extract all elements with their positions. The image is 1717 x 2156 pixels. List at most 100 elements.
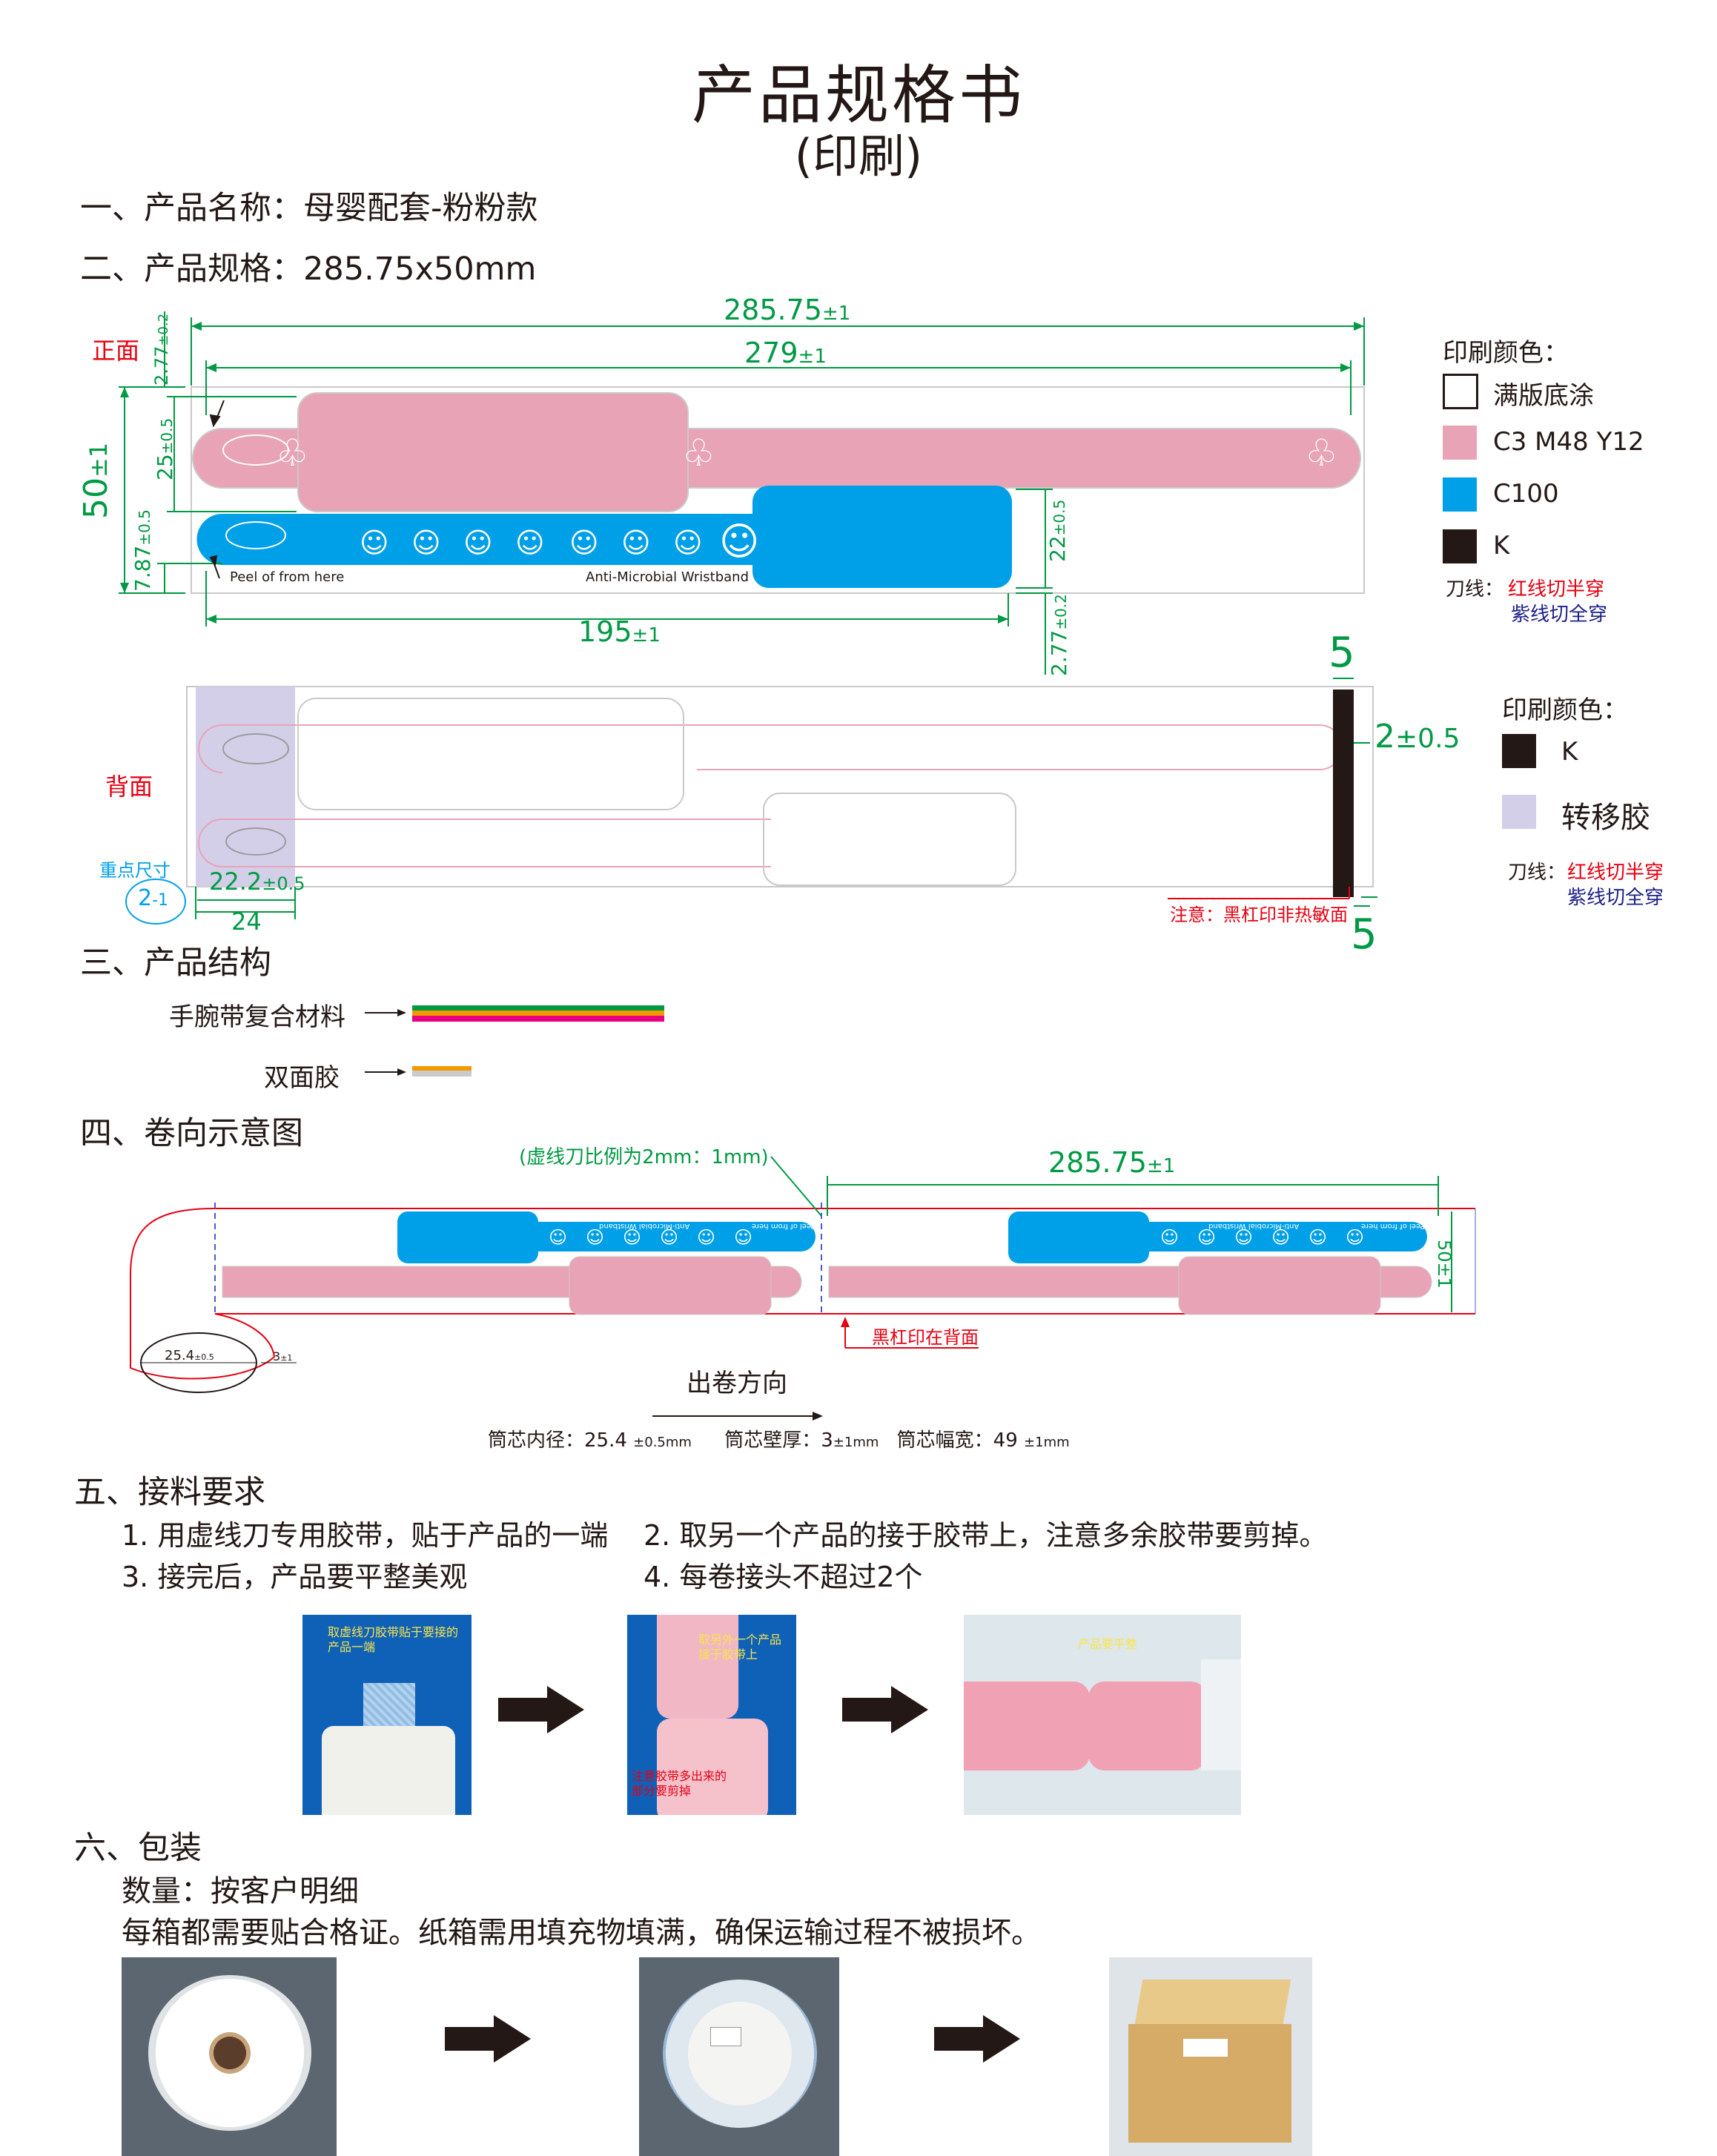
packing-photo-box (1109, 1957, 1312, 2156)
page-title: 产品规格书 (692, 59, 1025, 133)
splice-photo-2: 取另外一个产品接于胶带上 注意胶带多出来的部分要剪掉 (627, 1615, 796, 1815)
dim-total-front: 285.75±1 (724, 294, 851, 326)
roll-dim-total: 285.75±1 (1048, 1146, 1176, 1179)
svg-text:☺: ☺ (1309, 1227, 1327, 1248)
roll-direction: 出卷方向 (687, 1369, 787, 1398)
section2-heading: 二、产品规格：285.75x50mm (80, 251, 537, 288)
dim-24: 24 (231, 907, 262, 936)
dashed-knife-note: (虚线刀比例为2mm：1mm) (519, 1146, 769, 1168)
structure-layers (365, 1005, 664, 1077)
page-subtitle: (印刷) (794, 129, 923, 183)
section5-heading: 五、接料要求 (74, 1474, 265, 1511)
svg-text:☺: ☺ (621, 526, 651, 559)
wall-label: 3±1 (273, 1349, 293, 1363)
svg-text:☺: ☺ (549, 1227, 567, 1248)
dim-195: 195±1 (578, 615, 661, 648)
legend-item-black: K (1493, 531, 1510, 561)
back-knife-purple: 紫线切全穿 (1567, 887, 1664, 909)
splice-photo-1-caption: 取虚线刀胶带贴于要接的产品一端 (328, 1625, 459, 1654)
key-dim-label: 重点尺寸 (99, 860, 171, 881)
swatch-pink (1443, 426, 1477, 460)
packing-photo-wrapped (639, 1957, 839, 2156)
swatch-cyan (1443, 477, 1477, 512)
back-legend-item-black: K (1561, 737, 1578, 767)
svg-text:☺: ☺ (515, 526, 545, 559)
splice-req-3: 3. 接完后，产品要平整美观 (122, 1561, 468, 1593)
svg-text:☺: ☺ (660, 1227, 678, 1248)
splice-arrow-1 (498, 1686, 584, 1733)
structure-item2: 双面胶 (264, 1063, 340, 1093)
back-note: 注意：黑杠印非热敏面 (1170, 905, 1348, 925)
packing-photo-roll (122, 1957, 337, 2156)
packing-note: 每箱都需要贴合格证。纸箱需用填充物填满，确保运输过程不被损坏。 (122, 1916, 1041, 1950)
roll-band-text-1: Anti-Microbial Wristband (599, 1222, 690, 1230)
section3-heading: 三、产品结构 (80, 945, 271, 982)
back-legend-title: 印刷颜色： (1502, 695, 1628, 725)
back-knife-prefix: 刀线： (1508, 862, 1567, 884)
back-legend-item-transfer: 转移胶 (1561, 801, 1650, 835)
dim-2-black-bar: 2±0.5 (1374, 718, 1460, 755)
front-knife-prefix: 刀线： (1446, 578, 1504, 601)
dim-222: 22.2±0.5 (209, 867, 305, 896)
splice-photo-3-caption: 产品要平整 (1077, 1637, 1137, 1651)
packing-arrow-1 (445, 2015, 531, 2063)
black-bar-note: 黑杠印在背面 (872, 1327, 979, 1348)
packing-arrow-2 (934, 2015, 1020, 2063)
packing-quantity: 数量：按客户明细 (122, 1874, 359, 1908)
roll-peel-text-1: Peel of from here (752, 1222, 816, 1230)
splice-photo-1: 取虚线刀胶带贴于要接的产品一端 (302, 1615, 472, 1815)
svg-text:☺: ☺ (411, 526, 441, 559)
svg-text:☺: ☺ (1271, 1227, 1290, 1248)
svg-text:☺: ☺ (1346, 1227, 1364, 1248)
svg-text:☺: ☺ (719, 520, 759, 564)
svg-text:☺: ☺ (1234, 1227, 1253, 1248)
front-diagram: ♧ ♧ ♧ ☺☺☺ ☺☺☺ ☺☺ (119, 311, 1365, 675)
splice-req-4: 4. 每卷接头不超过2个 (644, 1561, 923, 1593)
section6-heading: 六、包装 (74, 1830, 202, 1867)
splice-photo-2-caption-bottom: 注意胶带多出来的部分要剪掉 (632, 1769, 727, 1798)
core-dia-label: 25.4±0.5 (165, 1348, 214, 1363)
dim-inner-front: 279±1 (744, 337, 827, 369)
roll-dim-50: 50±1 (1434, 1240, 1455, 1289)
front-knife-red: 红线切半穿 (1508, 578, 1605, 601)
svg-text:☺: ☺ (623, 1227, 641, 1248)
peel-text-front: Peel of from here (230, 569, 345, 585)
structure-item1: 手腕带复合材料 (169, 1002, 345, 1032)
back-label: 背面 (105, 773, 153, 801)
legend-item-pink: C3 M48 Y12 (1493, 427, 1644, 457)
svg-text:☺: ☺ (697, 1227, 715, 1248)
svg-text:☺: ☺ (569, 526, 599, 559)
core-spec-line: 筒芯内径：25.4 ±0.5mm 筒芯壁厚：3±1mm 筒芯幅宽：49 ±1mm (488, 1429, 1070, 1452)
splice-photo-2-caption-top: 取另外一个产品接于胶带上 (698, 1633, 782, 1661)
dim-5-top: 5 (1329, 629, 1355, 677)
splice-photo-3: 产品要平整 (964, 1615, 1241, 1815)
splice-req-2: 2. 取另一个产品的接于胶带上，注意多余胶带要剪掉。 (644, 1519, 1328, 1552)
roll-peel-text-2: Peel of from here (1361, 1222, 1425, 1230)
svg-text:♧: ♧ (276, 431, 309, 474)
svg-text:☺: ☺ (586, 1227, 604, 1248)
swatch-white (1443, 374, 1478, 409)
svg-text:♧: ♧ (1305, 431, 1338, 474)
swatch-black (1443, 529, 1477, 563)
svg-text:☺: ☺ (1197, 1227, 1216, 1248)
dim-5-bottom: 5 (1351, 910, 1377, 959)
svg-text:☺: ☺ (673, 526, 703, 559)
legend-item-white: 满版底涂 (1493, 381, 1594, 411)
back-swatch-transfer (1502, 795, 1536, 829)
section1-heading: 一、产品名称：母婴配套-粉粉款 (80, 190, 538, 227)
section4-heading: 四、卷向示意图 (80, 1115, 303, 1152)
front-label: 正面 (92, 337, 140, 365)
legend-item-cyan: C100 (1493, 479, 1559, 509)
back-swatch-black (1502, 734, 1536, 768)
back-knife-red: 红线切半穿 (1567, 862, 1664, 884)
front-legend-title: 印刷颜色： (1443, 338, 1569, 368)
back-diagram (125, 678, 1377, 925)
roll-diagram: ☺ ☺ ☺ ☺ ☺ ☺ ☺ ☺ ☺ ☺ ☺ ☺ (130, 1156, 1476, 1421)
svg-text:♧: ♧ (682, 431, 715, 474)
front-knife-purple: 紫线切全穿 (1511, 604, 1608, 626)
dim-2-back: 2-1 (138, 885, 169, 911)
splice-req-1: 1. 用虚线刀专用胶带，贴于产品的一端 (122, 1519, 609, 1552)
svg-text:☺: ☺ (1160, 1227, 1179, 1248)
svg-text:☺: ☺ (734, 1227, 752, 1248)
